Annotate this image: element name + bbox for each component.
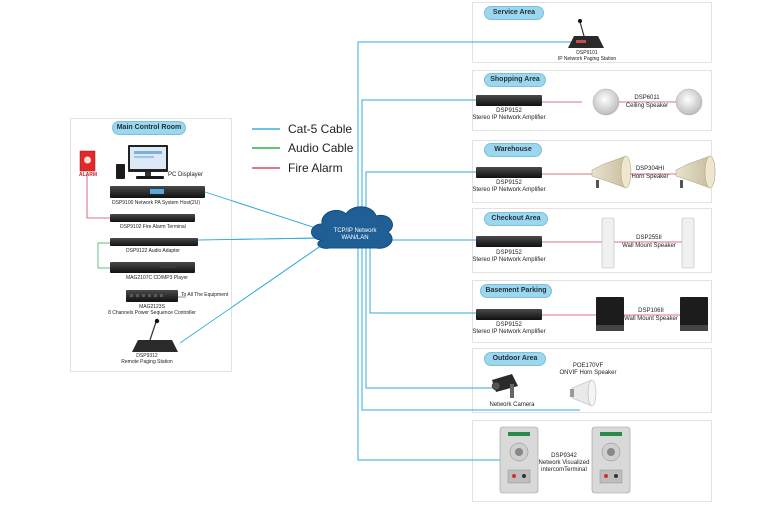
intercom-name1-label: Network Visualized: [538, 460, 590, 466]
intercom-name2-label: intercomTerminal: [541, 467, 587, 473]
warehouse-amp-name: Stereo IP Network Amplifier: [472, 187, 546, 193]
warehouse-amp-model: DSP9152: [496, 180, 522, 186]
legend-fire: Fire Alarm: [288, 161, 343, 175]
power-model-label: MAG2123S: [139, 304, 165, 310]
network-label-1: TCP/IP Network: [333, 228, 377, 234]
basement-amp-name: Stereo IP Network Amplifier: [472, 329, 546, 335]
checkout-spk-name: Wall Mount Speaker: [622, 243, 676, 249]
camera-label: Network Camera: [489, 402, 535, 408]
shopping-amp-model: DSP9152: [496, 108, 522, 114]
control-room-title: Main Control Room: [112, 121, 186, 135]
warehouse-spk-model: DSP304HI: [635, 166, 665, 172]
checkout-area-title: Checkout Area: [484, 212, 548, 226]
checkout-amp-name: Stereo IP Network Amplifier: [472, 257, 546, 263]
shopping-amp-name: Stereo IP Network Amplifier: [472, 115, 546, 121]
player-label: MAG2107C CD/MP3 Player: [126, 275, 188, 281]
control-room-panel: [70, 118, 232, 372]
remote-name-label: Remote Paging Station: [121, 359, 173, 365]
basement-spk-model: DSP106II: [638, 308, 664, 314]
pc-label: PC Displayer: [168, 172, 204, 178]
outdoor-area-title: Outdoor Area: [484, 352, 546, 366]
power-name-label: 8 Channels Power Sequence Controller: [108, 310, 196, 316]
service-name-label: IP Network Paging Station: [557, 56, 617, 62]
remote-model-label: DSP9312: [136, 353, 158, 359]
basement-parking-title: Basement Parking: [480, 284, 552, 298]
fire-terminal-label: DSP9102 Fire Alarm Terminal: [120, 224, 186, 230]
basement-spk-name: Wall Mount Speaker: [624, 316, 678, 322]
warehouse-spk-name: Horn Speaker: [631, 174, 669, 180]
legend-audio: Audio Cable: [288, 141, 354, 155]
legend-lines: [252, 128, 280, 169]
shopping-spk-name: Ceiling Speaker: [625, 103, 669, 109]
to-equipment-label: To All The Equipment: [181, 292, 229, 298]
shopping-area-title: Shopping Area: [484, 73, 546, 87]
legend-cat5: Cat-5 Cable: [288, 122, 353, 136]
checkout-spk-model: DSP255II: [636, 235, 662, 241]
intercom-model-label: DSP9342: [551, 453, 577, 459]
alarm-sign-label: ALARM: [79, 172, 98, 178]
host-label: DSP9100 Network PA System Host(2U): [112, 200, 200, 206]
horn-model-label: POE170VF: [572, 363, 604, 369]
checkout-amp-model: DSP9152: [496, 250, 522, 256]
horn-name-label: ONVIF Horn Speaker: [559, 370, 617, 376]
warehouse-title: Warehouse: [484, 143, 542, 157]
shopping-spk-model: DSP6011: [634, 95, 660, 101]
service-model-label: DSP9101: [576, 50, 598, 56]
audio-adapter-label: DSP9122 Audio Adapter: [126, 248, 180, 254]
basement-amp-model: DSP9152: [496, 322, 522, 328]
network-label-2: WAN/LAN: [341, 235, 369, 241]
service-area-title: Service Area: [484, 6, 544, 20]
